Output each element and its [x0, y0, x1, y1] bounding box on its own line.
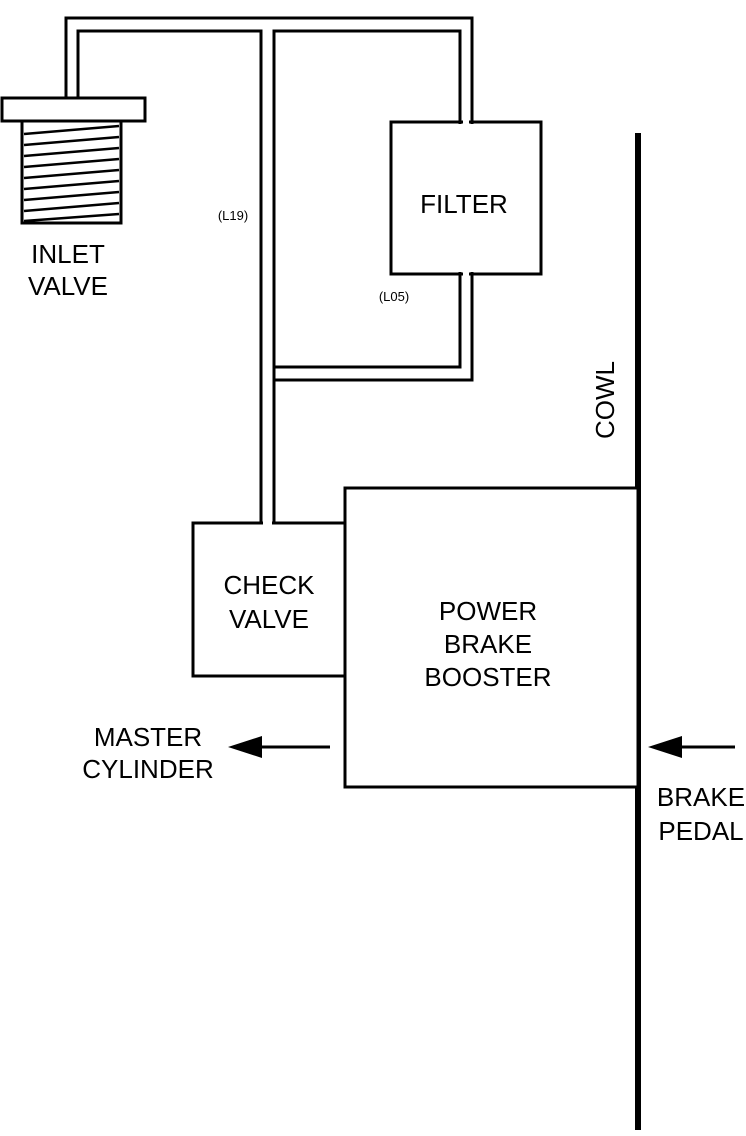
brake-pedal-label-line1: BRAKE [657, 782, 745, 812]
booster-label-line2: BRAKE [444, 629, 532, 659]
power-brake-booster-box [343, 486, 640, 789]
vacuum-line-l05 [274, 274, 474, 382]
line-l05-label: (L05) [379, 289, 409, 304]
check-valve-label-line2: VALVE [229, 604, 309, 634]
inlet-valve-label-line2: VALVE [28, 271, 108, 301]
inlet-valve-label-line1: INLET [31, 239, 105, 269]
booster-label-line1: POWER [439, 596, 537, 626]
booster-label-line3: BOOSTER [424, 662, 551, 692]
brake-pedal-label-line2: PEDAL [658, 816, 743, 846]
filter-pipe-stubs [463, 119, 469, 277]
master-cylinder-label-line2: CYLINDER [82, 754, 213, 784]
brake-pedal-arrow [648, 736, 735, 758]
cowl-label: COWL [590, 361, 620, 439]
master-cylinder-label-line1: MASTER [94, 722, 202, 752]
filter-label: FILTER [420, 189, 508, 219]
inlet-valve-threads [23, 124, 120, 223]
line-l19-label: (L19) [218, 208, 248, 223]
check-valve-label-line1: CHECK [223, 570, 315, 600]
inlet-valve [0, 96, 147, 225]
master-cylinder-arrow [228, 736, 330, 758]
inlet-valve-cap [0, 96, 147, 123]
check-valve-box [191, 521, 347, 678]
filter-pipe-edges [458, 118, 474, 278]
